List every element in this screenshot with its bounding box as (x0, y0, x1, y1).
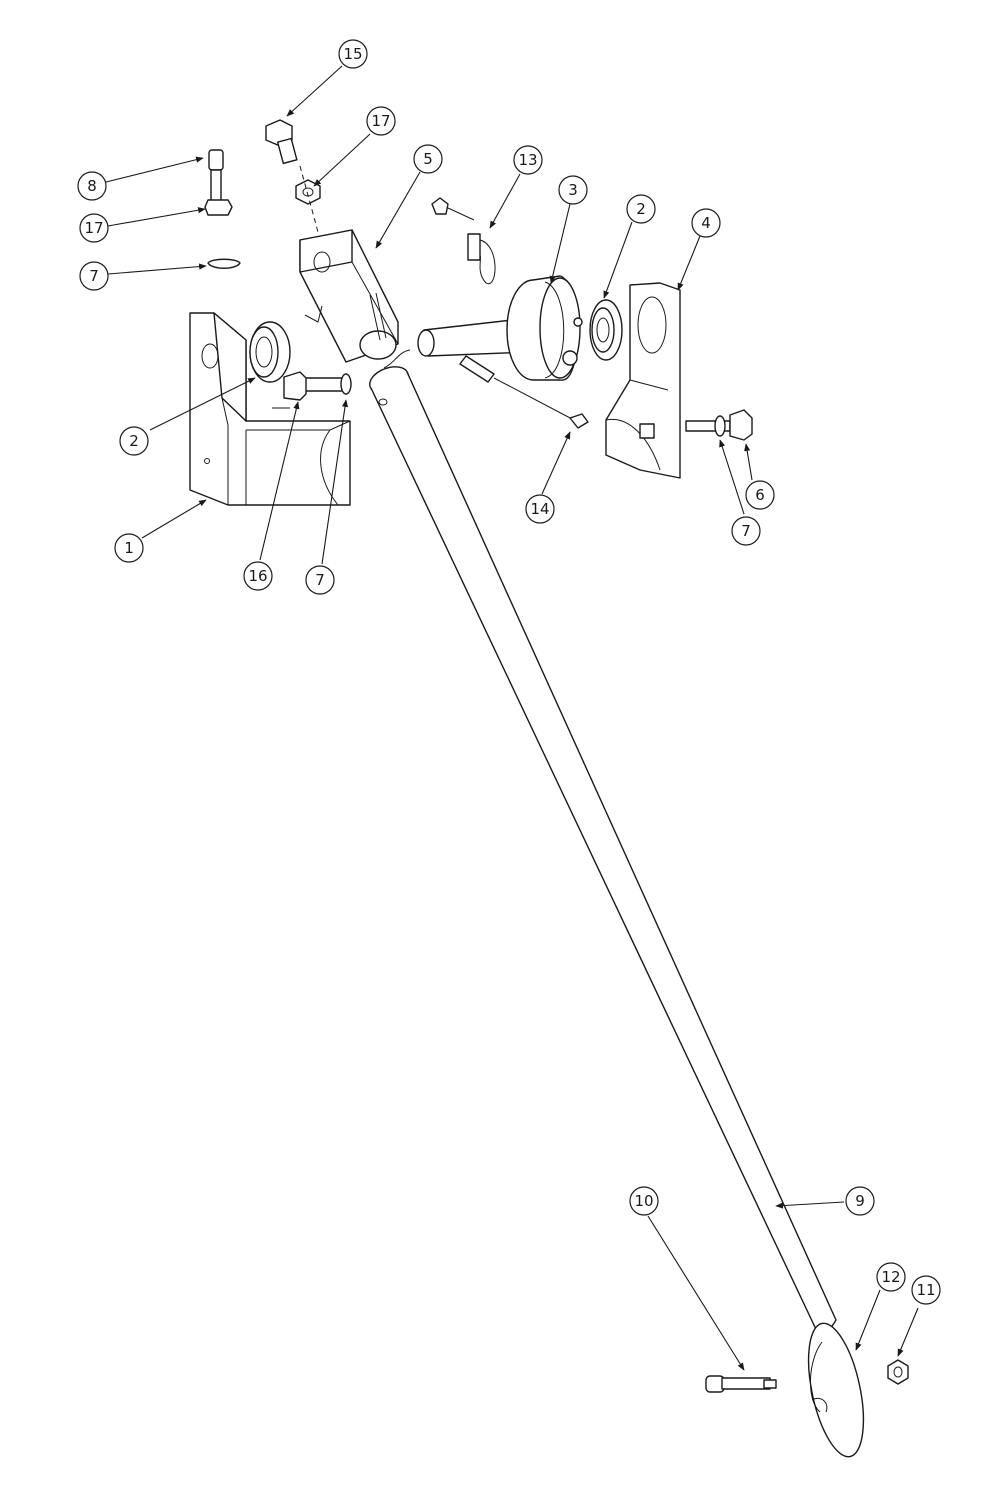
balloon-label: 4 (701, 214, 711, 232)
balloon-11: 11 (911, 1275, 941, 1305)
balloon-14: 14 (525, 494, 555, 524)
balloon-label: 5 (423, 150, 433, 168)
balloon-label: 1 (124, 539, 134, 557)
balloon-label: 14 (530, 500, 549, 518)
balloon-label: 3 (568, 181, 578, 199)
balloon-16: 16 (243, 561, 273, 591)
balloon-label: 13 (518, 151, 537, 169)
part-4-right-bracket (605, 282, 681, 479)
balloon-3: 3 (558, 175, 588, 205)
balloon-17: 17 (79, 213, 109, 243)
balloon-label: 2 (129, 432, 139, 450)
balloon-label: 11 (916, 1281, 935, 1299)
balloon-6: 6 (745, 480, 775, 510)
balloon-label: 15 (343, 45, 362, 63)
balloon-label: 6 (755, 486, 765, 504)
part-3-hub (506, 275, 583, 381)
balloon-label: 10 (634, 1192, 653, 1210)
balloon-label: 7 (741, 522, 751, 540)
balloon-label: 17 (84, 219, 103, 237)
part-13-cable (431, 197, 496, 285)
balloon-2: 2 (626, 194, 656, 224)
balloon-10: 10 (629, 1186, 659, 1216)
balloon-17: 17 (366, 106, 396, 136)
part-14-cable (459, 355, 589, 429)
part-12-disc (807, 1322, 865, 1458)
part-8-bolt-top (204, 149, 241, 269)
leader-lines (105, 65, 919, 1371)
balloon-label: 7 (315, 571, 325, 589)
balloon-label: 2 (636, 200, 646, 218)
balloon-15: 15 (338, 39, 368, 69)
balloon-13: 13 (513, 145, 543, 175)
balloon-7: 7 (731, 516, 761, 546)
balloon-label: 9 (855, 1192, 865, 1210)
part-15-bolt-top (265, 119, 321, 233)
balloon-label: 17 (371, 112, 390, 130)
balloon-label: 12 (881, 1268, 900, 1286)
balloon-2: 2 (119, 426, 149, 456)
part-5-clamp-block (299, 229, 399, 363)
part-9-long-tube (369, 366, 837, 1343)
part-10-bolt-bottom (705, 1375, 777, 1393)
part-6-bolt-right (685, 409, 753, 441)
balloon-label: 7 (89, 267, 99, 285)
balloon-label: 16 (248, 567, 267, 585)
balloon-1: 1 (114, 533, 144, 563)
balloon-8: 8 (77, 171, 107, 201)
part-16-bolt-left (283, 371, 352, 401)
balloon-label: 8 (87, 177, 97, 195)
balloon-7: 7 (305, 565, 335, 595)
balloon-9: 9 (845, 1186, 875, 1216)
balloon-4: 4 (691, 208, 721, 238)
part-2-bearing-right (589, 299, 623, 361)
balloon-7: 7 (79, 261, 109, 291)
part-2-bearing-left (249, 321, 291, 383)
balloon-5: 5 (413, 144, 443, 174)
balloon-12: 12 (876, 1262, 906, 1292)
part-11-nut (887, 1359, 909, 1385)
